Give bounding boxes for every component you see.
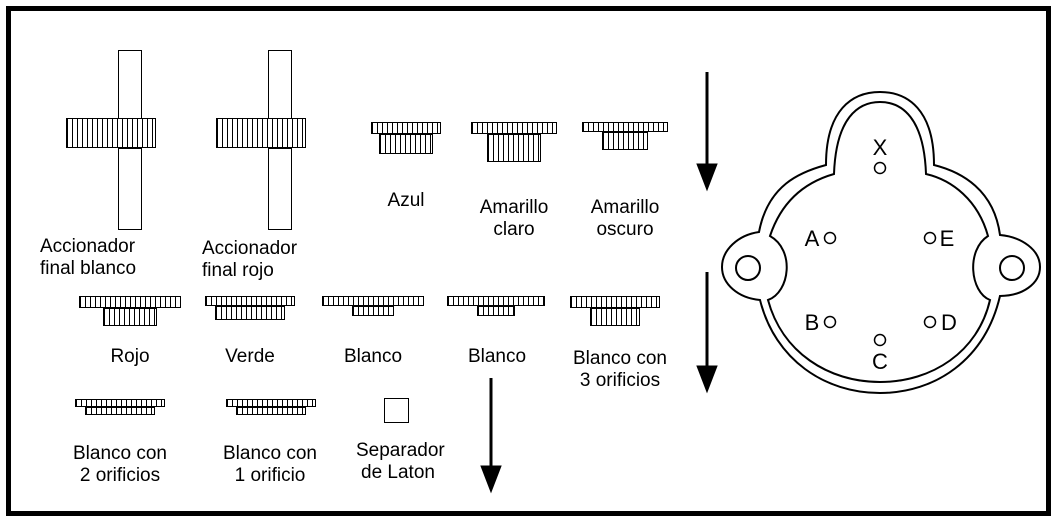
gear-green: [205, 296, 295, 322]
label-white-2: Blanco: [467, 346, 527, 367]
gear-white-1: [322, 296, 424, 318]
down-arrow-2: [696, 272, 718, 394]
label-green: Verde: [225, 346, 275, 367]
brass-spacer-square: [384, 398, 409, 423]
plate-holes: [823, 161, 937, 347]
gear-red: [79, 296, 181, 328]
down-arrow-1: [696, 72, 718, 192]
hole-label-c: C: [872, 349, 888, 374]
label-white-1: Blanco: [343, 346, 403, 367]
hole-label-x: X: [873, 135, 888, 160]
hole-label-a: A: [805, 226, 820, 251]
plate-hole-labels: X A E B D C: [805, 135, 957, 374]
down-arrow-3: [480, 378, 502, 494]
gear-white-2-holes: [75, 399, 165, 415]
mounting-plate: [720, 90, 1042, 395]
label-blue: Azul: [387, 190, 425, 211]
gear-actuator-white: [66, 50, 156, 230]
gear-actuator-red: [216, 50, 306, 230]
hole-label-d: D: [941, 310, 957, 335]
diagram-frame: [6, 6, 1051, 516]
gear-white-2: [447, 296, 545, 318]
gear-white-3-holes: [570, 296, 660, 328]
gear-dark-yellow: [582, 122, 668, 152]
hole-label-e: E: [940, 226, 955, 251]
gear-light-yellow: [471, 122, 557, 162]
gear-blue: [371, 122, 441, 156]
label-red: Rojo: [110, 346, 150, 367]
gear-white-1-hole: [226, 399, 316, 415]
hole-label-b: B: [805, 310, 820, 335]
